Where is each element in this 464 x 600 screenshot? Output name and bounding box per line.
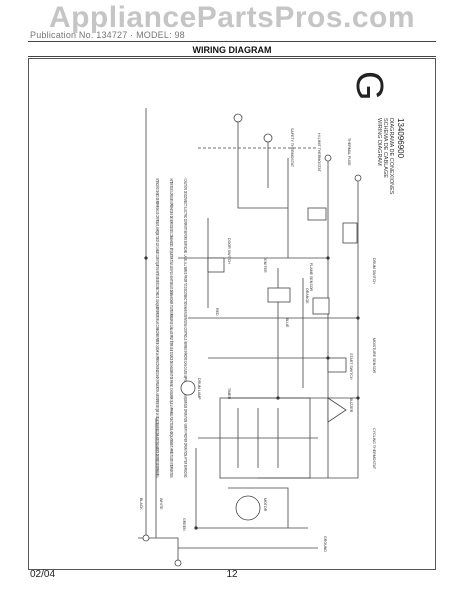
label-drum-lamp: DRUM LAMP [197, 378, 201, 400]
caution-block: ! CAUTION: DISCONNECT ELECTRIC CURRENT B… [155, 178, 188, 478]
label-white: WHITE [159, 498, 163, 510]
drum-lamp-symbol [180, 380, 196, 396]
label-buzzer: BUZZER [349, 398, 353, 413]
badge-letter: G [348, 71, 390, 101]
badge-line-1: WIRING DIAGRAM [376, 118, 382, 166]
terminal-3 [324, 154, 332, 162]
footer-page-number: 12 [226, 569, 238, 580]
header-rule-bottom [28, 56, 436, 57]
watermark: AppliancePartsPros.com [48, 1, 416, 34]
junction-dots [144, 256, 360, 530]
label-green: GREEN [182, 518, 186, 531]
label-black: BLACK [139, 498, 143, 510]
motor-symbol [235, 495, 261, 521]
label-moisture-sensor: MOISTURE SENSOR [372, 338, 376, 374]
label-thermal-fuse: THERMAL FUSE [347, 138, 351, 166]
timer-contacts [237, 408, 279, 468]
caution-fr: ! ATTENTION: LORS DES OPÉRATIONS DE SERV… [169, 178, 176, 478]
wire-top1 [237, 118, 288, 209]
wire-cord [138, 537, 179, 563]
timer-box [219, 397, 311, 479]
junction [276, 396, 280, 400]
label-door-switch: DOOR SWITCH [227, 238, 231, 264]
badge-line-2: SCHEMA DE CABLAGE [382, 118, 388, 178]
wiring-diagram: G WIRING DIAGRAM SCHEMA DE CABLAGE DIAGR… [28, 58, 436, 570]
cord-terminal [142, 534, 150, 542]
label-timer: TIMER [227, 388, 231, 400]
label-igniter: IGNITER [263, 258, 267, 273]
footer-date: 02/04 [30, 569, 56, 580]
label-hi-limit: HI LIMIT THERMOSTAT [317, 133, 321, 173]
terminal-2 [263, 133, 273, 143]
label-orange: ORANGE [305, 288, 309, 304]
components [142, 113, 362, 567]
flame-sensor-symbol [312, 297, 330, 315]
junction [326, 356, 330, 360]
label-safety-thermostat: SAFETY THERMOSTAT [290, 128, 294, 168]
badge-line-3: DIAGRAMA DE CONEXIONES [388, 118, 394, 195]
door-switch-symbol [207, 257, 225, 273]
page-title: WIRING DIAGRAM [192, 45, 272, 55]
junction [326, 256, 330, 260]
label-cycling-thermostat: CYCLING THERMOSTAT [372, 428, 376, 470]
badge-part-number: 134096900 [396, 118, 405, 159]
header-rule-top [28, 41, 436, 42]
wires [138, 108, 359, 563]
caution-es: ! ATENCIÓN: CUANDO SE REPARAN LOS CONTRO… [155, 178, 161, 478]
label-drum-switch: DRUM SWITCH [372, 258, 376, 284]
label-red: RED [215, 308, 219, 316]
wiring-diagram-svg: G WIRING DIAGRAM SCHEMA DE CABLAGE DIAGR… [28, 58, 436, 570]
junction [144, 256, 148, 260]
safety-thermostat-symbol [307, 207, 327, 221]
diagram-badge: G WIRING DIAGRAM SCHEMA DE CABLAGE DIAGR… [348, 71, 405, 195]
label-motor: MOTOR [263, 498, 267, 512]
junction [356, 396, 360, 400]
header-subtitle: Publication No. 134727 · MODEL: 98 [30, 30, 185, 40]
terminal-4 [354, 174, 362, 182]
component-labels: SAFETY THERMOSTAT HI LIMIT THERMOSTAT TH… [139, 128, 376, 552]
diagram-frame [28, 58, 436, 570]
start-switch-symbol [327, 357, 347, 373]
igniter-symbol [267, 287, 291, 303]
label-ground: GROUND [323, 536, 327, 552]
buzzer-symbol [327, 397, 347, 423]
label-start-switch: START SWITCH [349, 353, 353, 380]
junction [194, 526, 198, 530]
plug-terminal [174, 559, 182, 567]
label-blue: BLUE [285, 318, 289, 328]
hi-limit-symbol [342, 222, 358, 244]
label-flame-sensor: FLAME SENSOR [309, 263, 313, 292]
terminal-1 [233, 113, 243, 123]
junction [356, 316, 360, 320]
caution-en: ! CAUTION: DISCONNECT ELECTRIC CURRENT B… [183, 178, 188, 478]
wire-motor2 [228, 487, 289, 528]
